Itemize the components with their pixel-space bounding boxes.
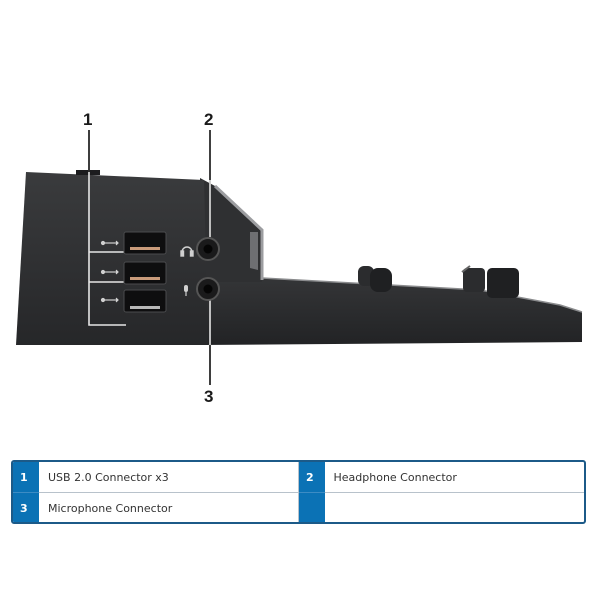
dock-base: [200, 277, 583, 345]
dock-front-body: [16, 170, 208, 345]
usb-icon: [100, 297, 119, 303]
usb-port-3: [123, 289, 167, 313]
usb-port-2: [123, 261, 167, 285]
legend-label: Microphone Connector: [39, 492, 299, 522]
legend-label-empty: [325, 493, 585, 523]
microphone-jack: [196, 277, 220, 301]
product-diagram: 1 2 3: [16, 110, 583, 406]
microphone-icon: [184, 285, 188, 296]
legend-row: 1 USB 2.0 Connector x3 2 Headphone Conne…: [13, 462, 584, 493]
legend-label: Headphone Connector: [324, 462, 584, 493]
legend-number: 3: [13, 492, 39, 522]
headphone-icon: [180, 246, 194, 257]
usb-icon: [100, 240, 119, 246]
callout-lines: [88, 130, 126, 326]
legend-label: USB 2.0 Connector x3: [39, 462, 299, 493]
legend-number-empty: [298, 492, 325, 522]
callout-number-3: 3: [204, 387, 214, 406]
legend-number: 1: [13, 462, 39, 493]
latch-right: [461, 265, 519, 298]
dock-illustration: [16, 130, 583, 385]
headphone-jack: [196, 237, 220, 261]
legend-table: 1 USB 2.0 Connector x3 2 Headphone Conne…: [11, 460, 586, 524]
usb-icon: [100, 269, 119, 275]
knob-left: [358, 266, 392, 292]
legend-row: 3 Microphone Connector: [13, 492, 585, 523]
legend-number: 2: [298, 462, 325, 493]
usb-port-1: [123, 231, 167, 255]
callout-number-1: 1: [83, 110, 93, 129]
callout-number-2: 2: [204, 110, 214, 129]
